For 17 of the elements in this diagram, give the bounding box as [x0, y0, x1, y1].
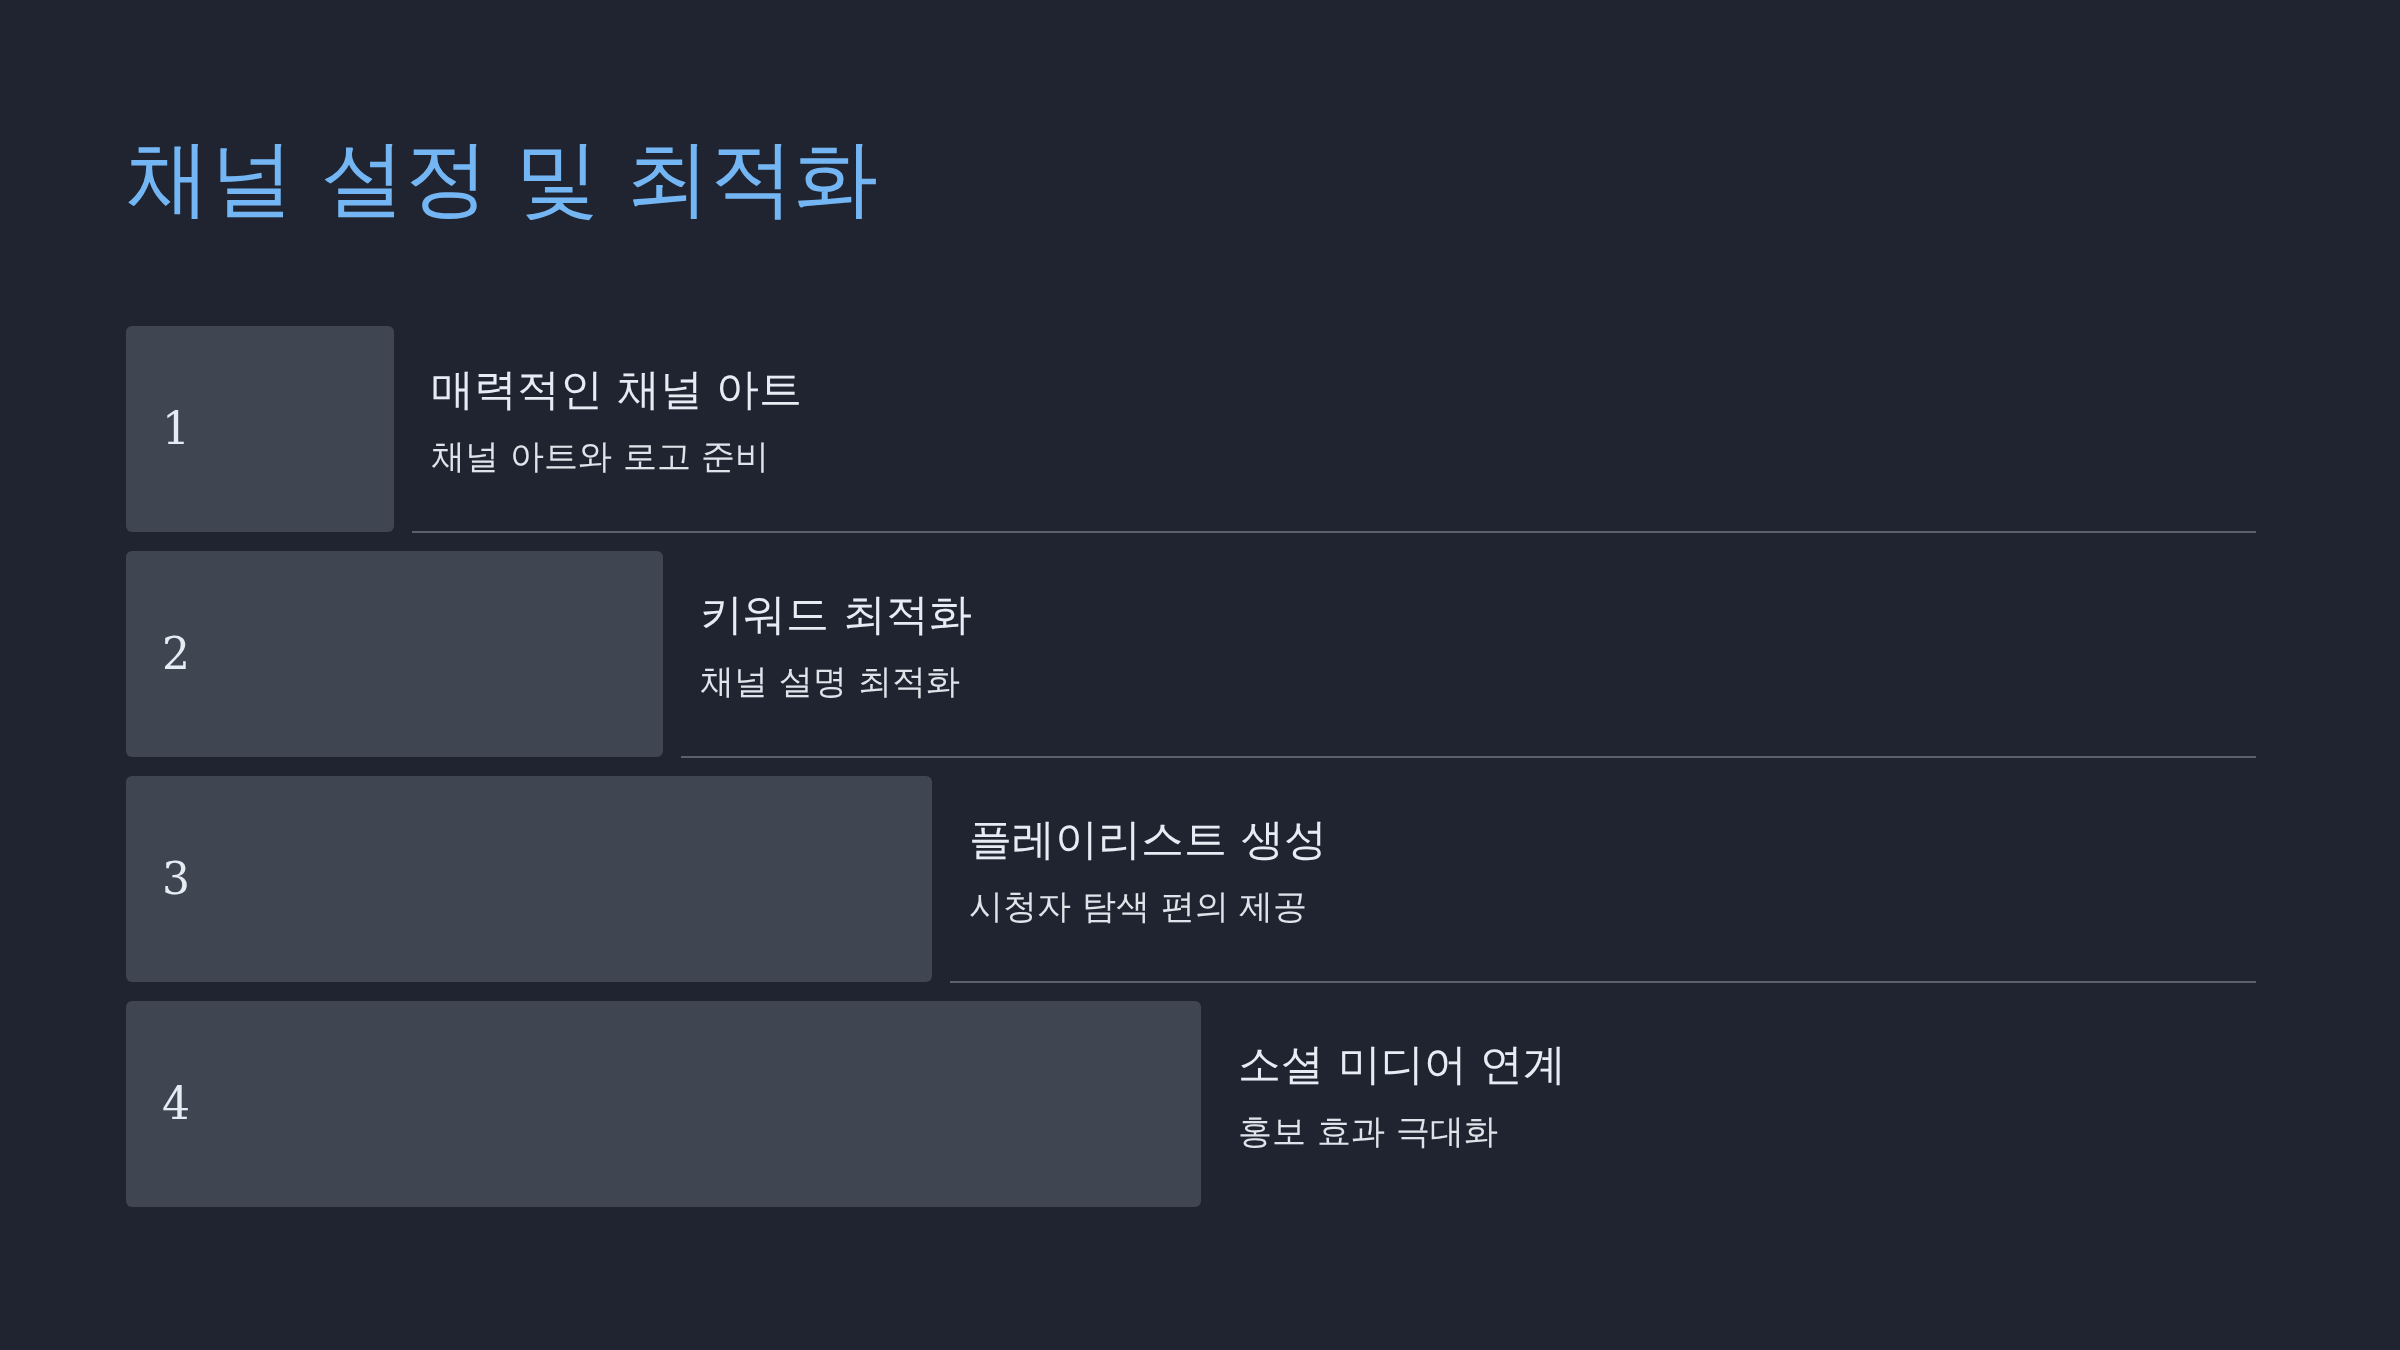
step-bar: [126, 326, 394, 532]
step-number: 3: [162, 854, 190, 904]
step-heading: 플레이리스트 생성: [969, 814, 1327, 866]
step-description: 채널 아트와 로고 준비: [431, 436, 770, 477]
slide-title: 채널 설정 및 최적화: [126, 128, 879, 229]
step-number: 4: [162, 1079, 190, 1129]
step-bar: [126, 776, 932, 982]
step-heading: 매력적인 채널 아트: [431, 364, 803, 416]
step-heading: 소셜 미디어 연계: [1238, 1039, 1567, 1091]
step-description: 홍보 효과 극대화: [1238, 1111, 1498, 1152]
step-number: 2: [162, 629, 190, 679]
step-description: 시청자 탐색 편의 제공: [969, 886, 1308, 927]
step-bar: [126, 1001, 1201, 1207]
step-description: 채널 설명 최적화: [700, 661, 960, 702]
step-number: 1: [162, 404, 190, 454]
step-heading: 키워드 최적화: [700, 589, 972, 641]
step-bar: [126, 551, 663, 757]
